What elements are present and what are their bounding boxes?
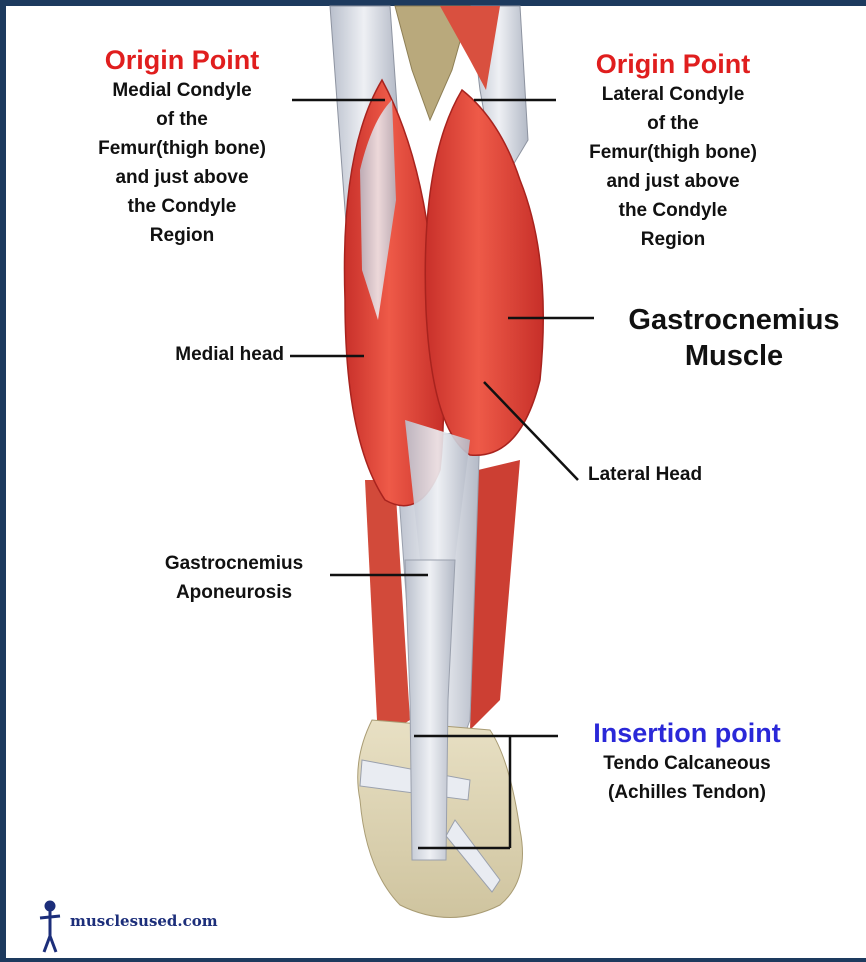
- origin-medial-line: the Condyle: [80, 192, 284, 221]
- origin-medial-line: of the: [80, 105, 284, 134]
- insertion-line: Tendo Calcaneous: [562, 749, 812, 778]
- origin-medial-label: Origin Point Medial Condyle of the Femur…: [80, 44, 284, 250]
- muscle-name-label: Gastrocnemius Muscle: [606, 302, 862, 374]
- origin-medial-line: Femur(thigh bone): [80, 134, 284, 163]
- insertion-line: (Achilles Tendon): [562, 778, 812, 807]
- aponeurosis-line: Gastrocnemius: [134, 549, 334, 578]
- aponeurosis-line: Aponeurosis: [134, 578, 334, 607]
- origin-lateral-line: the Condyle: [566, 196, 780, 225]
- logo-figure-icon: [40, 902, 60, 952]
- origin-lateral-title: Origin Point: [566, 48, 780, 80]
- origin-lateral-label: Origin Point Lateral Condyle of the Femu…: [566, 48, 780, 254]
- origin-lateral-line: Lateral Condyle: [566, 80, 780, 109]
- site-logo-text: musclesused.com: [70, 912, 218, 930]
- lateral-head-label: Lateral Head: [588, 460, 758, 489]
- insertion-label: Insertion point Tendo Calcaneous (Achill…: [562, 717, 812, 807]
- medial-head-label: Medial head: [132, 340, 284, 369]
- origin-medial-line: Medial Condyle: [80, 76, 284, 105]
- origin-medial-line: Region: [80, 221, 284, 250]
- origin-lateral-line: and just above: [566, 167, 780, 196]
- insertion-title: Insertion point: [562, 717, 812, 749]
- aponeurosis-label: Gastrocnemius Aponeurosis: [134, 549, 334, 607]
- origin-lateral-line: Femur(thigh bone): [566, 138, 780, 167]
- origin-lateral-line: Region: [566, 225, 780, 254]
- origin-lateral-line: of the: [566, 109, 780, 138]
- muscle-name-line: Muscle: [606, 338, 862, 374]
- origin-medial-line: and just above: [80, 163, 284, 192]
- origin-medial-title: Origin Point: [80, 44, 284, 76]
- muscle-name-line: Gastrocnemius: [606, 302, 862, 338]
